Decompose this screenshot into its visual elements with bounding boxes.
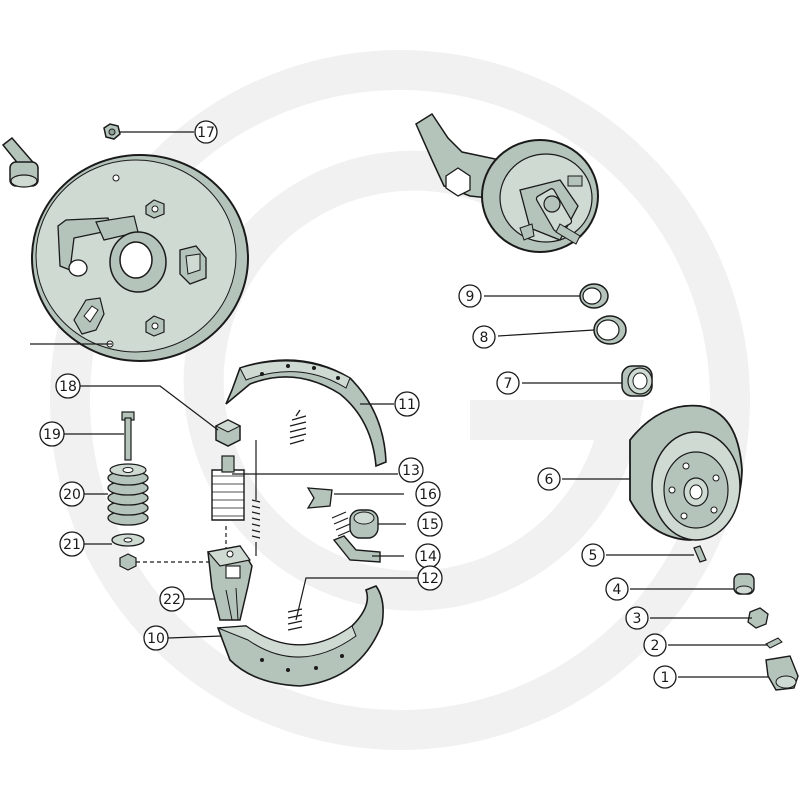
svg-text:22: 22	[163, 592, 181, 608]
part-sleeve-4	[733, 573, 755, 595]
part-cap-1	[765, 655, 799, 691]
svg-text:7: 7	[504, 376, 513, 392]
callout-2: 2	[643, 633, 667, 657]
callout-6: 6	[537, 467, 561, 491]
svg-text:20: 20	[63, 487, 81, 503]
part-nut-18	[214, 419, 242, 447]
svg-text:1: 1	[661, 670, 670, 686]
part-backing-plate	[31, 154, 249, 362]
svg-text:16: 16	[419, 487, 437, 503]
callout-5: 5	[581, 543, 605, 567]
watermark-logo	[50, 50, 750, 750]
svg-text:10: 10	[147, 631, 165, 647]
part-lever-14	[332, 535, 381, 563]
part-clip-16	[306, 487, 333, 509]
callout-3: 3	[625, 606, 649, 630]
svg-text:8: 8	[480, 330, 489, 346]
callout-13: 13	[398, 457, 424, 483]
svg-text:21: 21	[63, 537, 81, 553]
part-nut-17	[103, 123, 121, 140]
part-stud-bolt	[1, 136, 40, 188]
part-bolt-5	[693, 545, 707, 563]
svg-text:2: 2	[651, 638, 660, 654]
part-bearing-7	[621, 365, 653, 397]
callout-15: 15	[417, 511, 443, 537]
leader-lines	[30, 131, 768, 678]
part-brake-shoe-11	[225, 359, 387, 468]
part-drum-6	[629, 404, 743, 541]
part-washer-21	[111, 533, 145, 547]
callout-22: 22	[159, 586, 185, 612]
callout-14: 14	[415, 543, 441, 569]
callout-7: 7	[496, 371, 520, 395]
part-spring-15	[331, 509, 379, 539]
svg-text:11: 11	[398, 397, 416, 413]
svg-text:14: 14	[419, 549, 437, 565]
part-ring-9	[579, 283, 609, 309]
svg-text:19: 19	[43, 427, 61, 443]
part-pin-19	[121, 411, 135, 461]
part-adjuster-spring-13	[211, 455, 245, 521]
part-spring-stack-20	[107, 463, 149, 526]
part-small-spring-upper	[289, 409, 307, 445]
callout-18: 18	[55, 373, 81, 399]
callout-4: 4	[605, 577, 629, 601]
part-long-spring	[251, 440, 261, 556]
svg-text:18: 18	[59, 379, 77, 395]
part-bracket-22	[206, 545, 253, 621]
callout-10: 10	[143, 625, 169, 651]
svg-text:6: 6	[545, 472, 554, 488]
callout-11: 11	[394, 391, 420, 417]
part-small-nut-lower	[119, 553, 137, 571]
part-small-spring-lower	[287, 608, 303, 631]
svg-text:5: 5	[589, 548, 598, 564]
callout-9: 9	[458, 284, 482, 308]
svg-text:15: 15	[421, 517, 439, 533]
callout-19: 19	[39, 421, 65, 447]
callout-1: 1	[653, 665, 677, 689]
part-ring-8	[593, 315, 627, 345]
callout-17: 17	[194, 120, 218, 144]
part-pin-2	[765, 637, 783, 649]
svg-text:12: 12	[421, 571, 439, 587]
callout-8: 8	[472, 325, 496, 349]
part-brake-shoe-10	[216, 585, 384, 687]
svg-text:13: 13	[402, 463, 420, 479]
callout-16: 16	[415, 481, 441, 507]
callout-12: 12	[417, 565, 443, 591]
svg-text:4: 4	[613, 582, 622, 598]
part-hub-lever-assembly	[415, 112, 599, 253]
callout-21: 21	[59, 531, 85, 557]
svg-text:9: 9	[466, 289, 475, 305]
callout-20: 20	[59, 481, 85, 507]
svg-text:3: 3	[633, 611, 642, 627]
svg-text:17: 17	[197, 125, 215, 141]
part-nut-3	[747, 607, 769, 629]
